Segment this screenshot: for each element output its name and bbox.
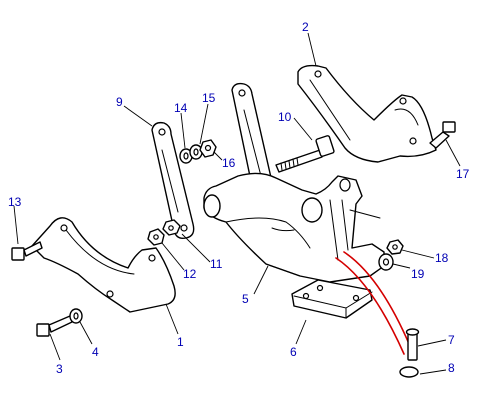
callout-19: 19 [411, 267, 425, 281]
part-3-bolt [36, 315, 73, 337]
part-11-nut [162, 219, 181, 236]
part-1-lower-bracket [31, 217, 176, 313]
part-15-washer [189, 144, 203, 160]
part-19-washer [378, 253, 394, 271]
callout-2: 2 [302, 20, 309, 34]
part-18-nut [386, 239, 404, 255]
part-9-strap [151, 121, 195, 240]
part-8-washer [399, 366, 419, 378]
callout-12: 12 [183, 267, 197, 281]
part-4-washer [69, 308, 83, 324]
callout-11: 11 [210, 257, 223, 271]
callout-labels: 1 2 3 4 5 6 7 8 9 10 11 12 13 14 15 16 1… [8, 20, 470, 376]
callout-8: 8 [448, 361, 455, 375]
callout-10: 10 [278, 110, 292, 124]
leader-lines [13, 32, 461, 375]
part-7-bolt [405, 328, 420, 361]
callout-1: 1 [177, 335, 184, 349]
highlight-line [335, 251, 411, 355]
callout-6: 6 [290, 345, 297, 359]
callout-14: 14 [174, 101, 188, 115]
part-10-long-bolt [275, 135, 335, 173]
part-17-bolt [429, 121, 456, 149]
callout-17: 17 [456, 167, 470, 181]
part-2-upper-bracket [297, 64, 437, 163]
callout-3: 3 [56, 362, 63, 376]
callout-15: 15 [202, 91, 216, 105]
part-16-nut [199, 139, 217, 158]
callout-13: 13 [8, 195, 22, 209]
part-5-main-bracket [203, 172, 385, 283]
part-13-bolt [11, 241, 43, 261]
callout-4: 4 [92, 345, 99, 359]
callout-18: 18 [435, 251, 449, 265]
callout-16: 16 [222, 156, 236, 170]
callout-9: 9 [116, 95, 123, 109]
callout-7: 7 [448, 333, 455, 347]
callout-5: 5 [242, 292, 249, 306]
part-12-nut [147, 228, 165, 246]
part-6-base-pad [291, 279, 373, 319]
